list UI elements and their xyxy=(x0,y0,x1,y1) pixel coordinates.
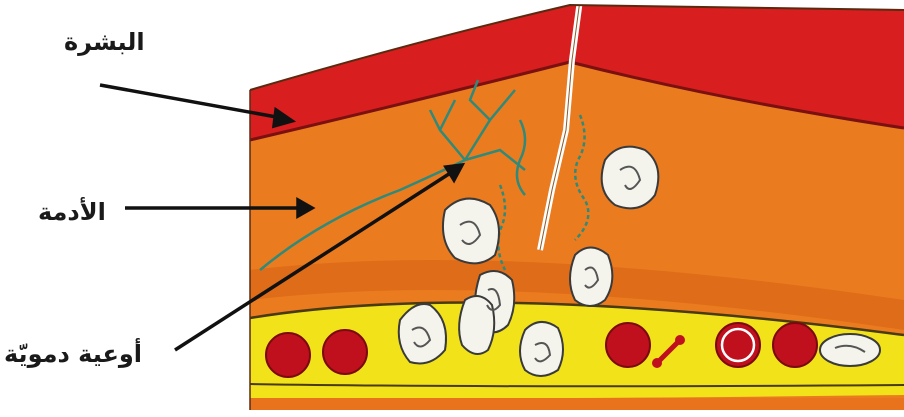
dermis-label: الأدمة xyxy=(38,198,106,226)
blood-vessels-label: أوعية دمويّة xyxy=(4,340,142,368)
epidermis-label: البشرة xyxy=(64,28,145,56)
